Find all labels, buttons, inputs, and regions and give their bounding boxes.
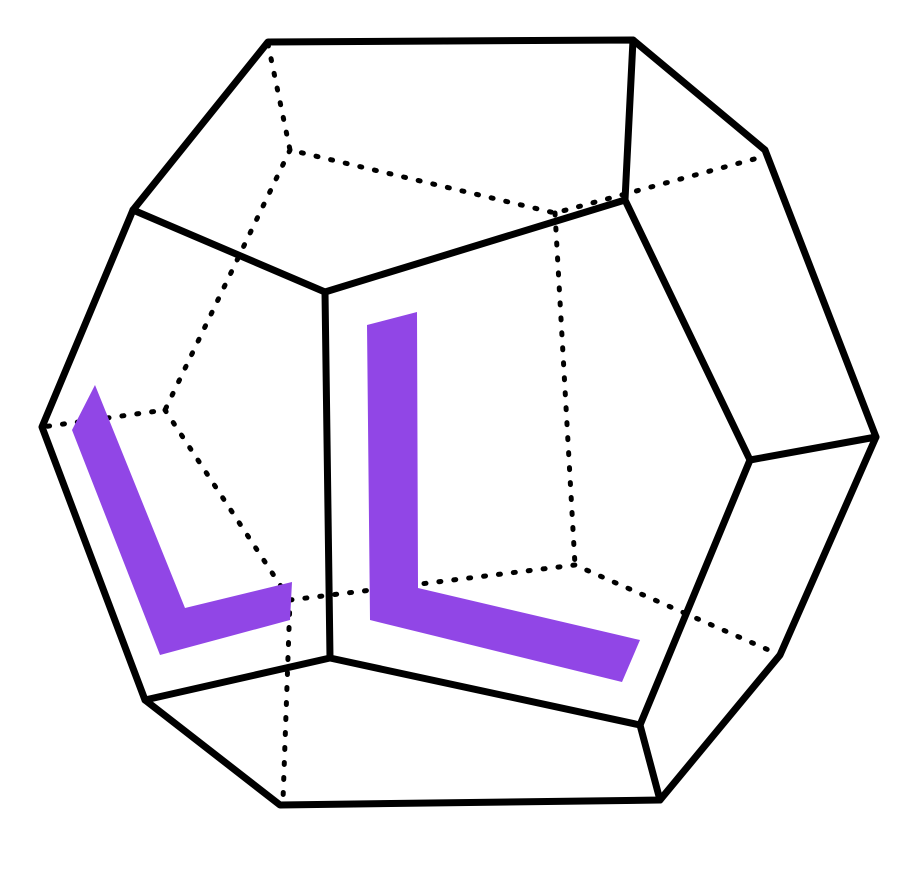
hidden-edge-bottom-right <box>287 562 783 658</box>
front-center-face <box>321 196 754 729</box>
l-marker-center <box>367 312 640 682</box>
hidden-edge-right-vertical <box>552 210 578 568</box>
hidden-edge-left-upper <box>39 147 293 430</box>
visible-edges <box>38 36 880 809</box>
edge-right <box>746 433 880 464</box>
edge-top-right <box>621 36 637 204</box>
edge-left-face-top <box>129 206 329 296</box>
l-markers <box>72 312 640 682</box>
edge-bottom-right <box>636 721 664 804</box>
l-marker-left <box>72 385 292 655</box>
edge-left-face-bottom <box>141 654 334 704</box>
outline <box>38 36 880 809</box>
hidden-edge-top <box>265 41 761 216</box>
